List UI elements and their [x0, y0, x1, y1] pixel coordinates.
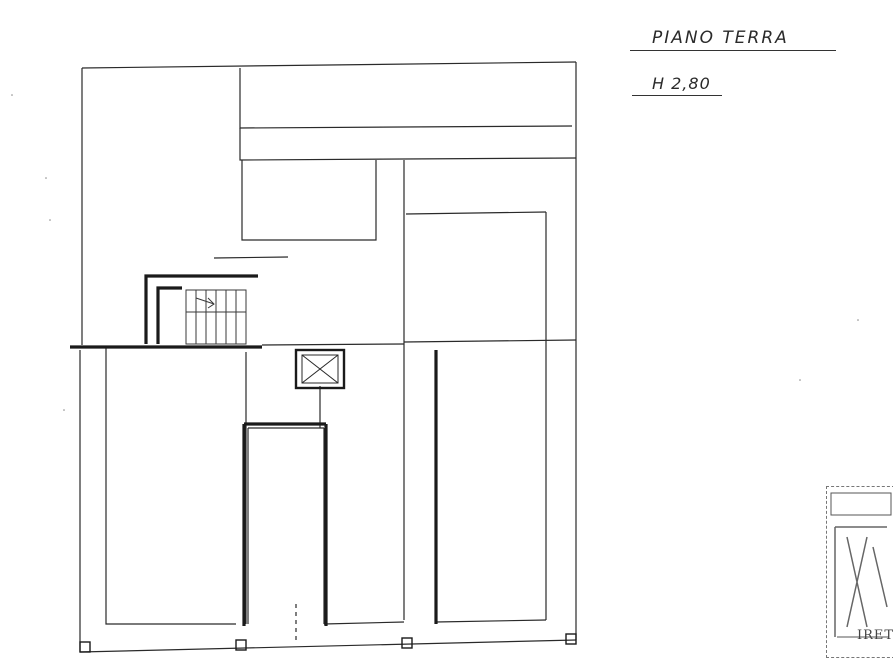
lift-icon — [294, 348, 346, 390]
lower-bottom-mid — [323, 621, 405, 625]
stamp-text: IRET — [857, 628, 893, 643]
official-stamp: IRET — [826, 486, 893, 658]
upper-room — [241, 160, 377, 241]
upper-band — [239, 128, 577, 161]
height-underline — [632, 95, 722, 96]
short-dash — [213, 256, 289, 259]
lower-bottom-right — [435, 619, 547, 623]
mid-line-right — [261, 343, 405, 346]
post-4 — [565, 633, 577, 645]
stamp-graphic — [830, 492, 892, 638]
stair-inner-wall — [156, 286, 182, 344]
post-1 — [79, 641, 91, 653]
plan-title: PIANO TERRA — [652, 28, 789, 48]
stair-arrow — [195, 297, 215, 309]
outer-wall-bottom — [79, 639, 577, 653]
outer-wall-top — [81, 61, 577, 69]
lower-left-room — [105, 348, 236, 625]
stair-wall — [144, 274, 258, 344]
right-room-line — [405, 211, 547, 215]
post-2 — [235, 639, 247, 651]
title-underline — [630, 50, 836, 51]
upper-block — [239, 68, 573, 129]
floor-height-label: H 2,80 — [652, 74, 711, 93]
mid-line-far — [403, 339, 577, 343]
post-3 — [401, 637, 413, 649]
